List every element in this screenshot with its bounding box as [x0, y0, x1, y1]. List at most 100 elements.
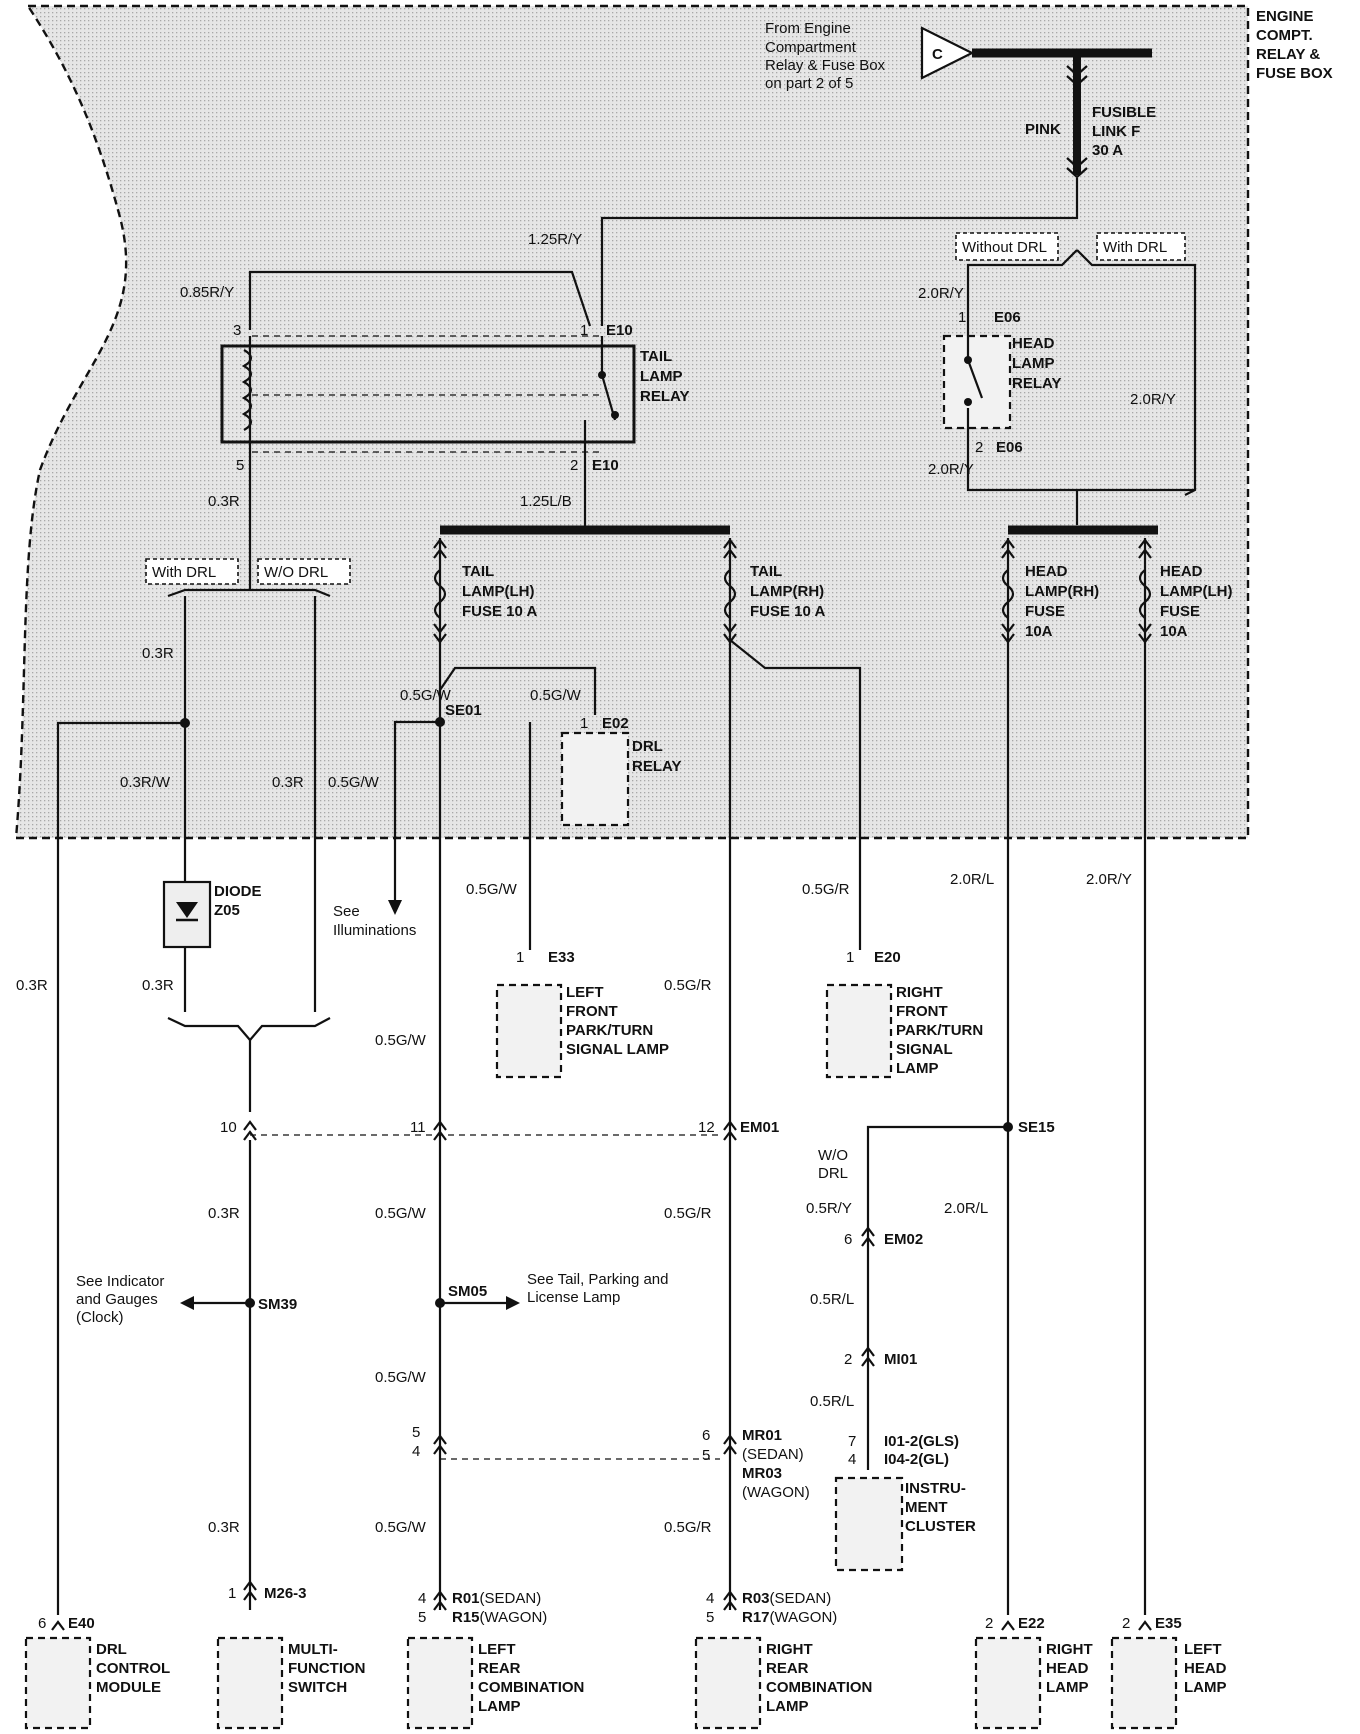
- rrcl-line: REAR: [766, 1660, 809, 1677]
- see-tail-line: License Lamp: [527, 1289, 620, 1306]
- head-rh-fuse-line: 10A: [1025, 623, 1053, 640]
- fusible-link-line: 30 A: [1092, 142, 1123, 159]
- cluster-line: INSTRU-: [905, 1480, 966, 1497]
- wire-05ry-label: 0.5R/Y: [806, 1200, 852, 1217]
- connector-e02: E02: [602, 715, 629, 732]
- right-head-lamp: [974, 1636, 1042, 1730]
- see-illuminations-line: See: [333, 903, 360, 920]
- lhl-line: LEFT: [1184, 1641, 1222, 1658]
- option-with-drl-left: [145, 558, 239, 585]
- wire-05gr-label-1: 0.5G/R: [802, 881, 850, 898]
- fusible-link-label: FUSIBLE LINK F 30 A: [1092, 104, 1156, 159]
- pin-label: 1: [580, 322, 588, 339]
- head-lh-fuse-line: 10A: [1160, 623, 1188, 640]
- option-with-drl-left-label: With DRL: [152, 564, 216, 581]
- diode-label: DIODE Z05: [214, 883, 262, 919]
- wire-05gr-label-4: 0.5G/R: [664, 1519, 712, 1536]
- head-lh-fuse-line: LAMP(LH): [1160, 583, 1232, 600]
- connector-se01: SE01: [445, 702, 482, 719]
- tail-rh-fuse-line: LAMP(RH): [750, 583, 824, 600]
- wire-085ry: [248, 270, 592, 330]
- wire-20ry-label-lh: 2.0R/Y: [1086, 871, 1132, 888]
- wire-03r-label-1: 0.3R: [208, 493, 240, 510]
- wire-to-cluster: [866, 1125, 1008, 1470]
- connector-e33: E33: [548, 949, 575, 966]
- pin-label: 5: [412, 1424, 420, 1441]
- rhl-line: RIGHT: [1046, 1641, 1093, 1658]
- tail-lamp-relay-line: LAMP: [640, 368, 683, 385]
- left-rear-combination-lamp-label: LEFT REAR COMBINATION LAMP: [478, 1641, 584, 1715]
- head-lamp-relay-contacts: [966, 320, 984, 435]
- tail-rh-fuse-line: TAIL: [750, 563, 782, 580]
- rfp-line: SIGNAL: [896, 1041, 953, 1058]
- mfs-line: SWITCH: [288, 1679, 347, 1696]
- connector-mr01-note: (SEDAN): [742, 1446, 804, 1463]
- rfp-line: LAMP: [896, 1060, 939, 1077]
- mr01-terminals: [433, 1434, 737, 1455]
- lrcl-line: COMBINATION: [478, 1679, 584, 1696]
- head-relay-output-wire: [966, 435, 1195, 525]
- head-rh-fuse-label: HEAD LAMP(RH) FUSE 10A: [1025, 563, 1099, 640]
- lfp-line: LEFT: [566, 984, 604, 1001]
- see-tail-line: See Tail, Parking and: [527, 1271, 668, 1288]
- wire-to-illuminations: [393, 720, 440, 900]
- wire-20rl-label-1: 2.0R/L: [950, 871, 994, 888]
- drl-module-line: MODULE: [96, 1679, 161, 1696]
- tail-relay-coil-icon: [241, 349, 253, 431]
- instrument-cluster: [834, 1476, 904, 1572]
- relay-contact: [964, 398, 972, 406]
- pin-label: 7: [848, 1433, 856, 1450]
- lfp-line: PARK/TURN: [566, 1022, 653, 1039]
- wire-05rl-label-2: 0.5R/L: [810, 1393, 854, 1410]
- box-title: ENGINE COMPT. RELAY & FUSE BOX: [1256, 8, 1333, 82]
- wire-05gw-label-2: 0.5G/W: [530, 687, 582, 704]
- see-indicator-line: and Gauges: [76, 1291, 158, 1308]
- rfp-line: FRONT: [896, 1003, 948, 1020]
- connector-mr03-note: (WAGON): [742, 1484, 810, 1501]
- connector-e06-top: E06: [994, 309, 1021, 326]
- em02-terminal: [861, 1226, 875, 1247]
- connector-i04: I04-2(GL): [884, 1451, 949, 1468]
- arrow-down-icon: [388, 900, 402, 915]
- pin-label: 5: [706, 1609, 714, 1626]
- wire-03r-label-6: 0.3R: [208, 1205, 240, 1222]
- rhl-line: HEAD: [1046, 1660, 1089, 1677]
- pin-label: 2: [985, 1615, 993, 1632]
- wire-05gw-label-1: 0.5G/W: [400, 687, 452, 704]
- multi-function-switch: [216, 1636, 284, 1730]
- tail-lh-fuse-label: TAIL LAMP(LH) FUSE 10 A: [462, 563, 537, 620]
- connector-em01: EM01: [740, 1119, 779, 1136]
- instrument-cluster-label: INSTRU- MENT CLUSTER: [905, 1480, 976, 1535]
- pin-label: 5: [418, 1609, 426, 1626]
- tail-relay-internal: [252, 335, 600, 453]
- box-title-line: COMPT.: [1256, 27, 1313, 44]
- source-line: From Engine: [765, 20, 851, 37]
- diode-symbol-icon: [176, 902, 198, 918]
- rrcl-line: LAMP: [766, 1698, 809, 1715]
- right-head-lamp-label: RIGHT HEAD LAMP: [1046, 1641, 1093, 1696]
- cluster-line: MENT: [905, 1499, 948, 1516]
- box-title-line: ENGINE: [1256, 8, 1314, 25]
- see-indicator: See Indicator and Gauges (Clock): [76, 1273, 164, 1326]
- pin-label: 4: [418, 1590, 426, 1607]
- wire-05gw-label-5: 0.5G/W: [375, 1032, 427, 1049]
- left-head-lamp-label: LEFT HEAD LAMP: [1184, 1641, 1227, 1696]
- connector-sm05: SM05: [448, 1283, 487, 1300]
- see-illuminations-line: Illuminations: [333, 922, 416, 939]
- fuse-icon: [433, 569, 447, 619]
- lrcl-line: REAR: [478, 1660, 521, 1677]
- fuse-icon: [723, 569, 737, 619]
- connector-sm39: SM39: [258, 1296, 297, 1313]
- drl-relay-line: DRL: [632, 738, 663, 755]
- head-lamp-relay-line: RELAY: [1012, 375, 1061, 392]
- drl-relay-label: DRL RELAY: [632, 738, 681, 775]
- wire-head-relay-feed: [966, 249, 1078, 320]
- option-wo-drl-left-label: W/O DRL: [264, 564, 328, 581]
- relay-contact: [598, 371, 606, 379]
- box-title-line: RELAY &: [1256, 46, 1320, 63]
- wire-05gw-label-4: 0.5G/W: [466, 881, 518, 898]
- head-rh-fuse-line: LAMP(RH): [1025, 583, 1099, 600]
- em01-terminals: [243, 1120, 737, 1141]
- pin-label: 6: [38, 1615, 46, 1632]
